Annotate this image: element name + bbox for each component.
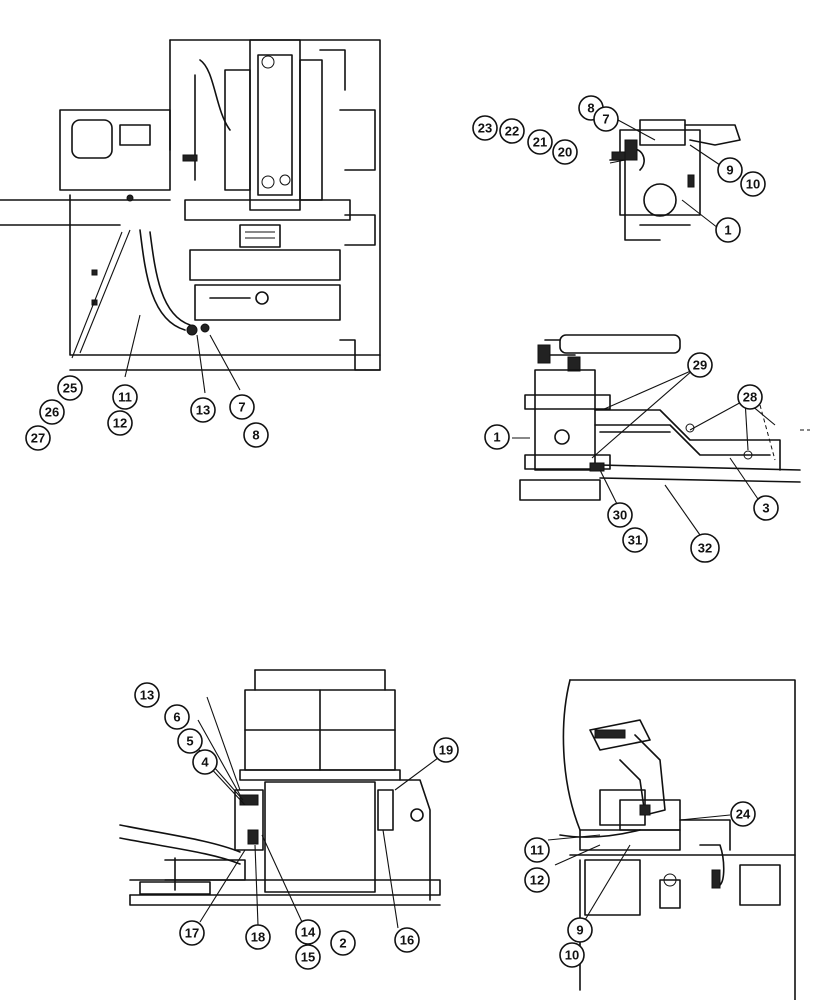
svg-text:6: 6 xyxy=(173,710,180,725)
view-engine-assembly xyxy=(0,39,381,394)
svg-text:14: 14 xyxy=(301,925,316,940)
callout-16: 16 xyxy=(394,927,420,953)
svg-text:3: 3 xyxy=(762,501,769,516)
callout-32: 32 xyxy=(690,533,720,563)
callout-12: 12 xyxy=(107,410,133,436)
svg-text:28: 28 xyxy=(743,390,757,405)
svg-text:9: 9 xyxy=(726,163,733,178)
svg-text:13: 13 xyxy=(196,403,210,418)
callout-7b: 7 xyxy=(593,106,619,132)
svg-text:9: 9 xyxy=(576,923,583,938)
svg-text:1: 1 xyxy=(493,430,500,445)
svg-text:2: 2 xyxy=(339,936,346,951)
callout-31: 31 xyxy=(622,527,648,553)
callout-27: 27 xyxy=(25,425,51,451)
svg-text:18: 18 xyxy=(251,930,265,945)
callout-22: 22 xyxy=(499,118,525,144)
svg-text:21: 21 xyxy=(533,135,547,150)
svg-text:8: 8 xyxy=(587,101,594,116)
svg-text:26: 26 xyxy=(45,405,59,420)
callout-18: 18 xyxy=(245,924,271,950)
callout-15: 15 xyxy=(295,944,321,970)
svg-text:19: 19 xyxy=(439,743,453,758)
svg-text:32: 32 xyxy=(698,541,712,556)
svg-text:7: 7 xyxy=(238,400,245,415)
callout-9b: 9 xyxy=(567,917,593,943)
svg-text:8: 8 xyxy=(252,428,259,443)
callout-5: 5 xyxy=(177,728,203,754)
svg-text:5: 5 xyxy=(186,734,193,749)
callout-10b: 10 xyxy=(559,942,585,968)
callout-11: 11 xyxy=(112,384,138,410)
svg-text:7: 7 xyxy=(602,112,609,127)
svg-text:24: 24 xyxy=(736,807,751,822)
callout-3: 3 xyxy=(753,495,779,521)
callout-24: 24 xyxy=(730,801,756,827)
svg-text:10: 10 xyxy=(746,177,760,192)
callout-20: 20 xyxy=(552,139,578,165)
callout-2: 2 xyxy=(330,930,356,956)
svg-text:17: 17 xyxy=(185,926,199,941)
svg-text:22: 22 xyxy=(505,124,519,139)
svg-text:1: 1 xyxy=(724,223,731,238)
svg-text:30: 30 xyxy=(613,508,627,523)
callout-10: 10 xyxy=(740,171,766,197)
callout-25: 25 xyxy=(57,375,83,401)
callout-1b: 1 xyxy=(484,424,510,450)
callout-23: 23 xyxy=(472,115,498,141)
svg-text:15: 15 xyxy=(301,950,315,965)
callout-7: 7 xyxy=(229,394,255,420)
svg-text:13: 13 xyxy=(140,688,154,703)
callout-17: 17 xyxy=(179,920,205,946)
callout-8: 8 xyxy=(243,422,269,448)
callout-26: 26 xyxy=(39,399,65,425)
callout-1: 1 xyxy=(715,217,741,243)
svg-text:11: 11 xyxy=(530,843,544,858)
svg-text:23: 23 xyxy=(478,121,492,136)
callout-13b: 13 xyxy=(134,682,160,708)
svg-text:4: 4 xyxy=(201,755,209,770)
view-valve-detail xyxy=(609,119,741,241)
callout-30: 30 xyxy=(607,502,633,528)
svg-text:20: 20 xyxy=(558,145,572,160)
callout-21: 21 xyxy=(527,129,553,155)
view-filter-assembly xyxy=(119,669,441,929)
callout-6: 6 xyxy=(164,704,190,730)
callout-28: 28 xyxy=(737,384,763,410)
callout-19: 19 xyxy=(433,737,459,763)
callout-9: 9 xyxy=(717,157,743,183)
svg-text:25: 25 xyxy=(63,381,77,396)
callout-12b: 12 xyxy=(524,867,550,893)
callout-4: 4 xyxy=(192,749,218,775)
svg-text:12: 12 xyxy=(530,873,544,888)
callout-29: 29 xyxy=(687,352,713,378)
svg-text:29: 29 xyxy=(693,358,707,373)
svg-text:16: 16 xyxy=(400,933,414,948)
svg-text:31: 31 xyxy=(628,533,642,548)
svg-text:11: 11 xyxy=(118,390,132,405)
callout-14: 14 xyxy=(295,919,321,945)
view-coupling-detail xyxy=(512,334,810,536)
svg-text:12: 12 xyxy=(113,416,127,431)
callout-11b: 11 xyxy=(524,837,550,863)
svg-text:27: 27 xyxy=(31,431,45,446)
view-cab-detail xyxy=(547,679,796,1000)
callout-13: 13 xyxy=(190,397,216,423)
svg-text:10: 10 xyxy=(565,948,579,963)
